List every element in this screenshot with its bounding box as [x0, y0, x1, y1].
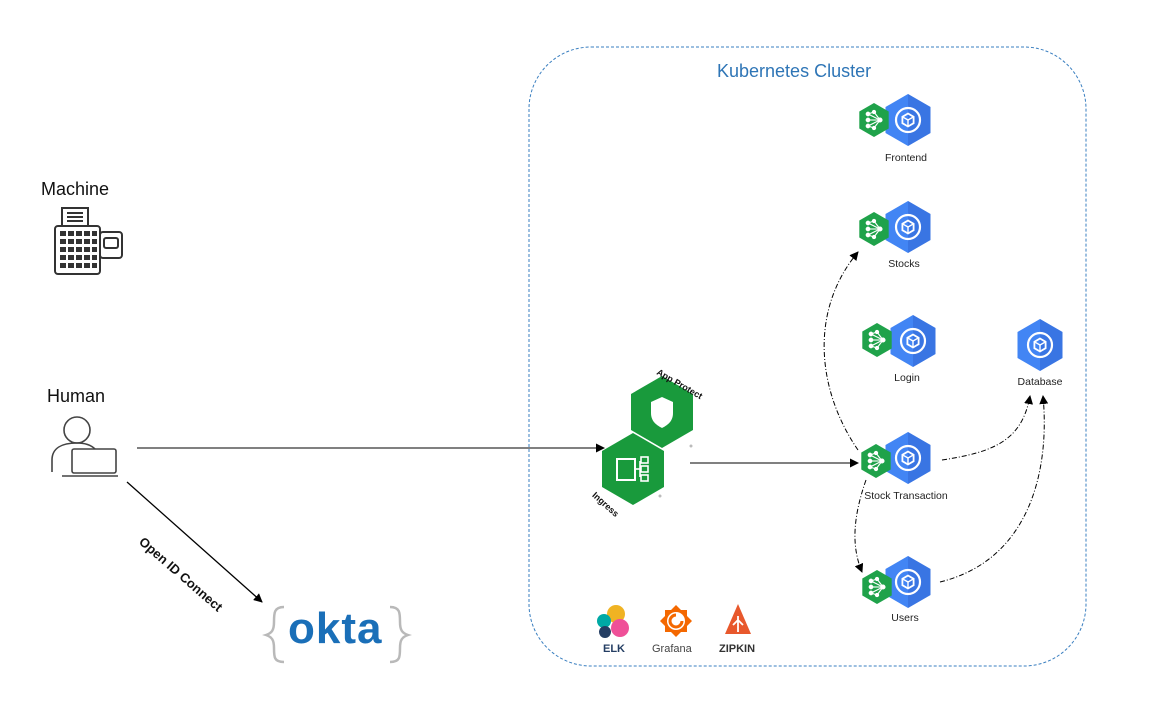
cluster-title: Kubernetes Cluster: [717, 61, 872, 81]
ingress-icon: [602, 433, 664, 505]
app-protect-icon: [631, 376, 693, 448]
stock-transaction-label: Stock Transaction: [864, 490, 948, 502]
edge-stock-transaction-to-users: [854, 479, 867, 573]
database-icon: [1016, 317, 1064, 373]
stocks-service-icon: [858, 199, 932, 255]
users-label: Users: [891, 612, 919, 624]
edge-users-to-database: [939, 395, 1049, 583]
frontend-service-icon: [858, 92, 932, 148]
stocks-label: Stocks: [888, 258, 920, 270]
edge-stock-transaction-to-database: [941, 395, 1033, 461]
machine-label: Machine: [41, 179, 110, 199]
elk-label: ELK: [603, 643, 625, 655]
kubernetes-cluster-boundary: [528, 46, 1087, 667]
stock-transaction-service-icon: [860, 430, 932, 486]
grafana-label: Grafana: [652, 643, 692, 655]
zipkin-logo: [725, 604, 751, 634]
human-laptop-icon: [51, 416, 118, 477]
database-label: Database: [1017, 376, 1063, 388]
okta-wordmark: okta: [288, 604, 383, 653]
users-service-icon: [861, 554, 932, 610]
frontend-label: Frontend: [884, 152, 928, 164]
login-service-icon: [861, 313, 937, 369]
okta-logo: [262, 605, 412, 664]
elk-logo: [597, 605, 629, 638]
edge-human-to-okta: [126, 481, 263, 603]
payment-terminal-icon: [54, 207, 123, 275]
login-label: Login: [894, 372, 920, 384]
zipkin-label: ZIPKIN: [719, 643, 756, 655]
grafana-logo: [660, 605, 692, 637]
edge-stock-transaction-to-stocks: [823, 251, 859, 451]
human-label: Human: [47, 386, 106, 406]
